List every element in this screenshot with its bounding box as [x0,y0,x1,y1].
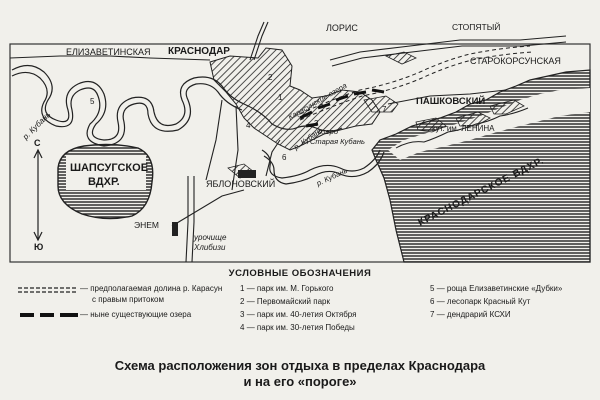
legend-item-6: 6 — лесопарк Красный Кут [430,297,531,306]
karasun-valley [299,45,533,121]
caption: Схема расположения зон отдыха в пределах… [0,358,600,390]
legend-item-7: 7 — дендрарий КСХИ [430,310,511,319]
compass-south: Ю [34,242,43,252]
label-urochische: урочище [193,233,227,242]
valley-symbol [18,287,78,293]
label-krasnodar: КРАСНОДАР [168,46,230,57]
label-stopyatyi: СТОПЯТЫЙ [452,21,500,32]
legend-item-1: 1 — парк им. М. Горького [240,284,334,293]
roads [9,21,567,263]
legend-item-2: 2 — Первомайский парк [240,297,330,306]
map: ЕЛИЗАВЕТИНСКАЯ КРАСНОДАР ЛОРИС СТОПЯТЫЙ … [9,21,591,263]
label-pashkovskiy: ПАШКОВСКИЙ [416,95,485,107]
zone-number-6: 6 [282,153,287,162]
label-shapsug-2: ВДХР. [88,176,120,188]
zone-number-4: 4 [246,121,251,130]
label-yablonovskiy: ЯБЛОНОВСКИЙ [206,178,275,189]
zone-number-1: 1 [278,93,283,102]
label-kuban-south: р. Кубань [314,166,349,189]
enem-block [172,222,178,236]
label-loris: ЛОРИС [326,23,358,33]
kuban-river [11,64,385,185]
label-enem: ЭНЕМ [134,220,159,230]
legend: УСЛОВНЫЕ ОБОЗНАЧЕНИЯ — предполагаемая до… [0,268,600,358]
zone-number-3: 3 [314,119,319,128]
label-old-kuban: Старая Кубань [310,137,365,146]
zone-number-2: 2 [268,73,273,82]
caption-line-2: и на его «пороге» [243,374,357,389]
legend-title: УСЛОВНЫЕ ОБОЗНАЧЕНИЯ [228,268,372,279]
legend-valley-2: с правым притоком [92,295,164,304]
legend-valley-1: — предполагаемая долина р. Карасун [80,284,223,293]
label-elizavetinskaya: ЕЛИЗАВЕТИНСКАЯ [66,47,151,57]
compass-north: С [34,138,41,148]
label-lake: озеро [318,127,338,136]
label-shapsug-1: ШАПСУГСКОЕ [70,162,148,174]
legend-item-5: 5 — роща Елизаветинские «Дубки» [430,284,563,293]
compass [33,148,43,242]
legend-item-3: 3 — парк им. 40-летия Октября [240,310,357,319]
caption-line-1: Схема расположения зон отдыха в пределах… [114,358,486,373]
legend-item-4: 4 — парк им. 30-летия Победы [240,323,355,332]
legend-lakes: — ныне существующие озера [80,310,192,319]
zone-number-7: 7 [382,105,387,114]
zone-number-5: 5 [90,97,95,106]
label-starokorsunskaya: СТАРОКОРСУНСКАЯ [470,56,561,66]
label-khut-lenina: кут. им. ЛЕНИНА [432,124,495,133]
lakes-symbol [20,313,78,317]
label-khlibizi: Хлибизи [193,243,226,252]
krasnodar-city-area [209,47,381,151]
yablonovskiy-block [238,170,256,178]
